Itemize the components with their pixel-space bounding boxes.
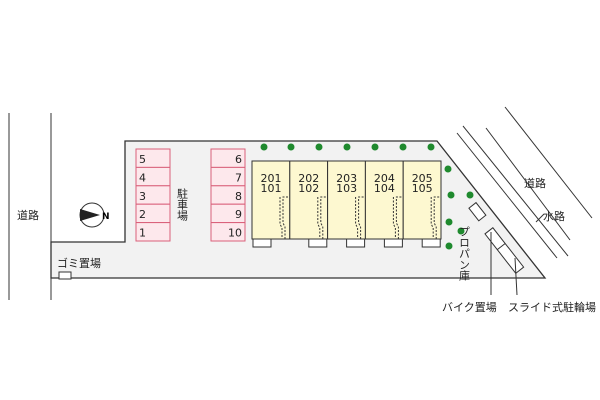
tree-icon — [457, 227, 465, 235]
unit-lower-number: 101 — [261, 182, 282, 195]
waterway-line-2 — [462, 125, 569, 257]
stair-outline — [392, 196, 402, 239]
parking-number: 10 — [228, 227, 242, 240]
unit-upper-number: 203 — [336, 172, 357, 185]
unit-lower-number: 105 — [412, 182, 433, 195]
waterway-label: 水路 — [543, 210, 565, 223]
unit-upper-number: 202 — [298, 172, 319, 185]
unit-lower-number: 102 — [298, 182, 319, 195]
entrance-porch — [252, 238, 272, 248]
tree-icon — [287, 143, 295, 151]
svg-text:N: N — [102, 212, 110, 222]
tree-icon — [315, 143, 323, 151]
parking-label: 駐車場 — [176, 187, 189, 222]
tree-icon — [445, 242, 453, 250]
stair-outline — [355, 196, 364, 239]
stair-outline — [430, 196, 440, 239]
propane-storage — [468, 201, 487, 222]
parking-number: 6 — [235, 153, 242, 166]
road-line-1 — [485, 127, 571, 241]
entrance-porch — [308, 238, 328, 248]
entrance-porch — [383, 238, 403, 248]
tree-icon — [447, 191, 455, 199]
road-line-2 — [504, 106, 593, 219]
stair-outline — [317, 196, 326, 239]
tree-icon — [343, 143, 351, 151]
tree-icon — [427, 143, 435, 151]
waterway-line-1 — [456, 132, 558, 259]
tree-icon — [399, 143, 407, 151]
bike-label: バイク置場 — [442, 301, 497, 314]
parking-number: 2 — [139, 208, 146, 221]
unit-lower-number: 103 — [336, 182, 357, 195]
garbage-box — [58, 271, 72, 280]
unit-upper-number: 205 — [412, 172, 433, 185]
parking-space — [210, 222, 246, 242]
slide-bike-label: スライド式駐輪場 — [508, 300, 596, 314]
compass-icon: N — [79, 202, 110, 228]
garbage-label: ゴミ置場 — [57, 256, 101, 270]
bike-racks — [484, 227, 525, 274]
parking-number: 1 — [139, 227, 146, 240]
parking-number: 5 — [139, 153, 146, 166]
unit-upper-number: 204 — [374, 172, 395, 185]
unit-upper-number: 201 — [261, 172, 282, 185]
parking-number: 7 — [235, 171, 242, 184]
propane-label: プロパン庫 — [458, 226, 471, 282]
tree-icon — [466, 191, 474, 199]
tree-icon — [444, 165, 452, 173]
entrance-porch — [421, 238, 441, 248]
parking-number: 3 — [139, 190, 146, 203]
entrance-porch — [346, 238, 366, 248]
road-label-left: 道路 — [17, 208, 39, 222]
parking-number: 9 — [235, 208, 242, 221]
tree-icon — [445, 218, 453, 226]
parking-number: 4 — [139, 171, 146, 184]
stair-outline — [279, 196, 288, 239]
road-label-right: 道路 — [524, 176, 546, 190]
parking-space — [135, 222, 171, 242]
tree-icon — [260, 143, 268, 151]
tree-icon — [371, 143, 379, 151]
unit-lower-number: 104 — [374, 182, 395, 195]
parking-number: 8 — [235, 190, 242, 203]
